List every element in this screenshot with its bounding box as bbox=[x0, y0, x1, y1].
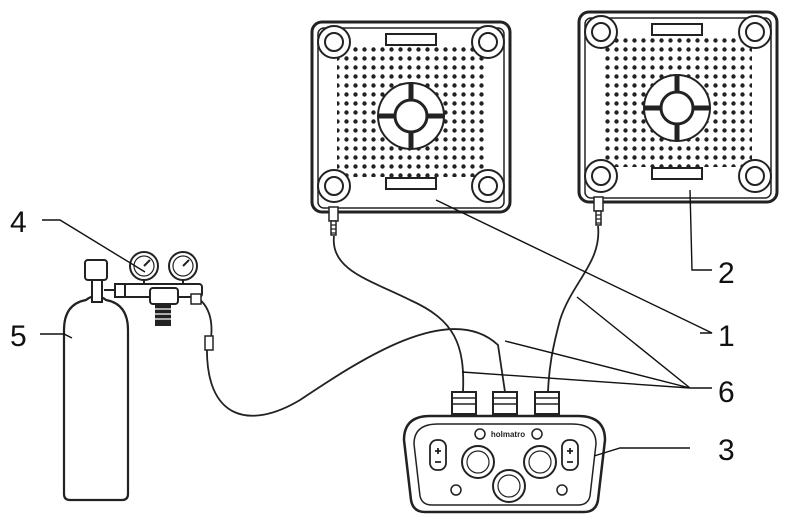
callout-gas-cylinder: 5 bbox=[10, 320, 27, 353]
lifting-cushion-right bbox=[577, 10, 779, 226]
gas-cylinder bbox=[62, 259, 130, 502]
lifting-cushion-left bbox=[310, 20, 512, 236]
hose-fittings bbox=[190, 293, 214, 351]
callout-hoses: 6 bbox=[718, 376, 735, 409]
callout-pressure-regulator: 4 bbox=[10, 206, 27, 239]
pressure-regulator bbox=[114, 251, 203, 326]
callout-cushion-right: 2 bbox=[718, 257, 735, 290]
callout-control-unit: 3 bbox=[718, 434, 735, 467]
hoses bbox=[197, 225, 600, 417]
callout-cushion-left: 1 bbox=[718, 320, 735, 353]
brand-label: holmatro bbox=[491, 430, 525, 439]
leader-lines bbox=[40, 189, 713, 457]
control-unit: holmatro bbox=[402, 391, 607, 514]
